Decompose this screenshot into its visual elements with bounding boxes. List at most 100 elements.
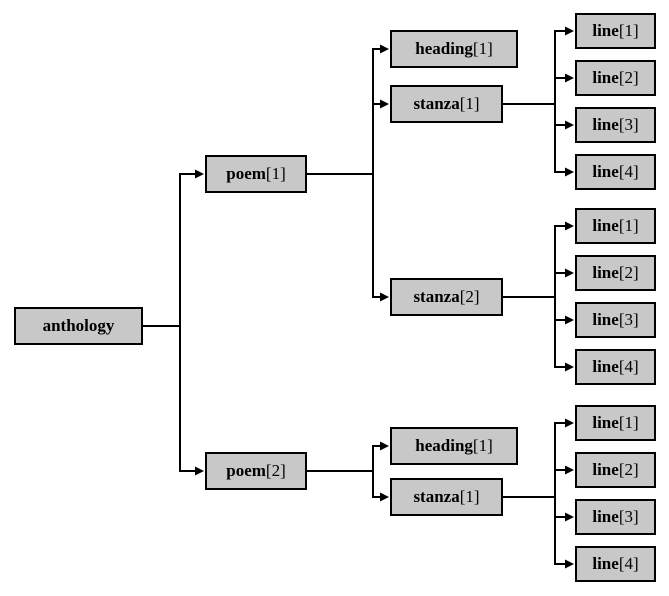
node-index-text: [2] — [619, 68, 639, 87]
tree-node-s3-line2[interactable]: line[2] — [575, 452, 656, 488]
node-index-text: [1] — [619, 216, 639, 235]
node-name-text: poem — [226, 164, 266, 183]
node-box — [575, 499, 656, 535]
edge-arrowhead — [380, 44, 389, 54]
edge-arrowhead — [565, 559, 574, 569]
tree-node-s2-line1[interactable]: line[1] — [575, 208, 656, 244]
tree-node-s2-line3[interactable]: line[3] — [575, 302, 656, 338]
tree-node-s3-line1[interactable]: line[1] — [575, 405, 656, 441]
node-name-text: line — [592, 507, 619, 526]
edge-arrowhead — [195, 466, 204, 476]
tree-node-p1-heading1[interactable]: heading[1] — [390, 30, 518, 68]
node-box — [390, 427, 518, 465]
nodes-layer: anthologypoem[1]poem[2]heading[1]stanza[… — [14, 13, 656, 582]
edge-arrowhead — [565, 465, 574, 475]
edge-arrowhead — [565, 418, 574, 428]
node-index-text: [1] — [460, 487, 480, 506]
tree-node-p2-heading1[interactable]: heading[1] — [390, 427, 518, 465]
node-label: poem[1] — [226, 164, 286, 183]
node-box — [575, 60, 656, 96]
node-box — [575, 107, 656, 143]
node-index-text: [1] — [619, 413, 639, 432]
edge-arrowhead — [565, 73, 574, 83]
node-name-text: line — [592, 357, 619, 376]
node-index-text: [4] — [619, 162, 639, 181]
node-index-text: [2] — [266, 461, 286, 480]
node-name-text: anthology — [43, 316, 115, 335]
node-label: line[2] — [592, 263, 638, 282]
node-name-text: line — [592, 263, 619, 282]
node-name-text: line — [592, 413, 619, 432]
edge-arrowhead — [565, 268, 574, 278]
node-label: line[1] — [592, 21, 638, 40]
node-index-text: [3] — [619, 507, 639, 526]
tree-node-s1-line1[interactable]: line[1] — [575, 13, 656, 49]
edge-arrowhead — [565, 120, 574, 130]
node-index-text: [1] — [460, 94, 480, 113]
node-name-text: poem — [226, 461, 266, 480]
node-name-text: line — [592, 554, 619, 573]
node-box — [205, 452, 307, 490]
node-index-text: [1] — [619, 21, 639, 40]
node-label: anthology — [43, 316, 115, 335]
tree-edge — [503, 73, 574, 105]
node-label: stanza[1] — [413, 487, 479, 506]
node-label: line[4] — [592, 554, 638, 573]
tree-node-p2-stanza1[interactable]: stanza[1] — [390, 478, 503, 516]
tree-edge — [307, 44, 389, 175]
node-name-text: line — [592, 216, 619, 235]
node-box — [575, 546, 656, 582]
node-index-text: [4] — [619, 357, 639, 376]
tree-edge — [503, 465, 574, 498]
tree-node-poem1[interactable]: poem[1] — [205, 155, 307, 193]
node-label: line[4] — [592, 162, 638, 181]
node-label: heading[1] — [415, 39, 492, 58]
tree-node-anthology[interactable]: anthology — [14, 307, 143, 345]
node-index-text: [2] — [460, 287, 480, 306]
tree-node-p1-stanza1[interactable]: stanza[1] — [390, 85, 503, 123]
edges-layer — [143, 26, 574, 569]
node-label: line[2] — [592, 460, 638, 479]
tree-node-s2-line2[interactable]: line[2] — [575, 255, 656, 291]
edge-arrowhead — [565, 167, 574, 177]
node-box — [390, 278, 503, 316]
tree-edge — [307, 173, 389, 302]
edge-arrowhead — [380, 292, 389, 302]
node-index-text: [3] — [619, 115, 639, 134]
node-label: poem[2] — [226, 461, 286, 480]
node-box — [390, 30, 518, 68]
edge-arrowhead — [195, 169, 204, 179]
node-name-text: line — [592, 68, 619, 87]
node-label: line[4] — [592, 357, 638, 376]
edge-arrowhead — [380, 492, 389, 502]
tree-edge — [307, 99, 389, 175]
node-label: stanza[1] — [413, 94, 479, 113]
node-box — [575, 405, 656, 441]
node-index-text: [1] — [266, 164, 286, 183]
tree-edge — [503, 268, 574, 298]
node-label: line[1] — [592, 413, 638, 432]
tree-node-s3-line3[interactable]: line[3] — [575, 499, 656, 535]
tree-node-s1-line2[interactable]: line[2] — [575, 60, 656, 96]
edge-arrowhead — [565, 221, 574, 231]
node-index-text: [1] — [473, 39, 493, 58]
node-name-text: line — [592, 460, 619, 479]
node-label: line[3] — [592, 507, 638, 526]
tree-node-s2-line4[interactable]: line[4] — [575, 349, 656, 385]
edge-arrowhead — [565, 362, 574, 372]
tree-edge — [143, 325, 204, 476]
tree-edge — [143, 169, 204, 327]
tree-edge — [307, 470, 389, 502]
tree-node-s1-line3[interactable]: line[3] — [575, 107, 656, 143]
tree-node-poem2[interactable]: poem[2] — [205, 452, 307, 490]
node-name-text: line — [592, 310, 619, 329]
node-name-text: heading — [415, 39, 473, 58]
node-box — [575, 349, 656, 385]
tree-node-p1-stanza2[interactable]: stanza[2] — [390, 278, 503, 316]
edge-arrowhead — [565, 512, 574, 522]
tree-edge — [503, 103, 574, 177]
tree-node-s1-line4[interactable]: line[4] — [575, 154, 656, 190]
tree-node-s3-line4[interactable]: line[4] — [575, 546, 656, 582]
